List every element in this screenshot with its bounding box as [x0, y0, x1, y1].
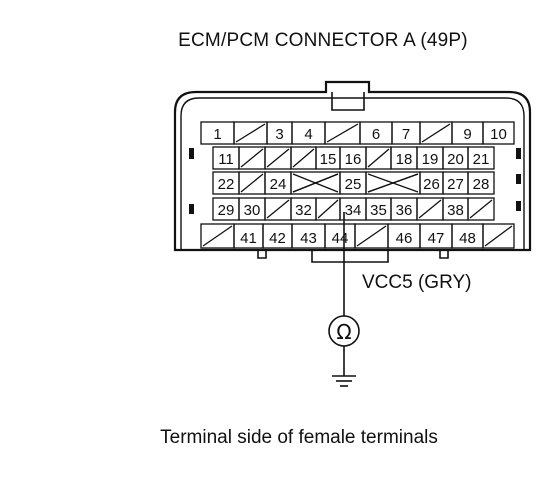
terminal-label-48: 48 — [459, 230, 476, 247]
terminal-label-22: 22 — [218, 176, 235, 193]
terminal-label-36: 36 — [396, 202, 413, 219]
terminal-label-3: 3 — [275, 126, 283, 143]
wire-label: VCC5 (GRY) — [362, 272, 472, 293]
side-tab-left-lower — [189, 204, 194, 214]
terminal-label-29: 29 — [218, 202, 235, 219]
terminal-label-43: 43 — [300, 230, 317, 247]
terminal-cell — [482, 223, 515, 249]
unused-terminal-slash — [367, 148, 390, 168]
terminal-label-41: 41 — [240, 230, 257, 247]
terminal-label-24: 24 — [270, 176, 287, 193]
unused-terminal-slash — [421, 123, 451, 143]
unused-terminal-slash — [235, 123, 266, 143]
side-tab-right — [516, 148, 521, 159]
terminal-label-32: 32 — [295, 202, 312, 219]
terminal-label-35: 35 — [370, 202, 387, 219]
terminal-label-34: 34 — [345, 202, 362, 219]
side-tab-left — [189, 148, 194, 159]
unused-terminal-slash — [484, 225, 513, 247]
unused-terminal-slash — [240, 173, 264, 193]
terminal-cell — [482, 121, 515, 145]
unused-terminal-slash — [266, 148, 290, 168]
terminal-label-42: 42 — [269, 230, 286, 247]
connector-housing — [173, 80, 532, 252]
unused-terminal-slash — [418, 199, 442, 219]
terminal-label-30: 30 — [244, 202, 261, 219]
terminal-label-38: 38 — [447, 202, 464, 219]
terminal-label-28: 28 — [473, 176, 490, 193]
terminal-label-46: 46 — [396, 230, 413, 247]
unused-terminal-slash — [317, 199, 339, 219]
terminal-label-10: 10 — [490, 126, 507, 143]
terminal-label-11: 11 — [218, 151, 234, 168]
unused-terminal-slash — [292, 148, 315, 168]
terminal-cell — [467, 171, 495, 195]
terminal-label-7: 7 — [402, 126, 410, 143]
unused-terminal-slash — [469, 199, 493, 219]
terminal-cell — [467, 197, 495, 221]
bottom-key-right — [439, 250, 449, 259]
unused-terminal-slash — [202, 225, 233, 247]
blocked-cavity-x — [292, 173, 339, 193]
unused-terminal-slash — [356, 225, 387, 247]
bottom-key-center — [311, 250, 389, 263]
terminal-grid — [200, 121, 515, 249]
terminal-label-21: 21 — [473, 151, 490, 168]
terminal-label-16: 16 — [345, 151, 362, 168]
terminal-label-27: 27 — [447, 176, 464, 193]
blocked-cavity-x — [367, 173, 419, 193]
terminal-label-15: 15 — [320, 151, 337, 168]
terminal-label-26: 26 — [423, 176, 440, 193]
side-tab-right-lower — [516, 201, 521, 211]
terminal-label-19: 19 — [422, 151, 439, 168]
unused-terminal-slash — [240, 148, 264, 168]
terminal-label-20: 20 — [447, 151, 464, 168]
unused-terminal-slash — [266, 199, 290, 219]
diagram-caption: Terminal side of female terminals — [160, 427, 438, 448]
side-tab-right-mid — [516, 174, 521, 184]
terminal-label-47: 47 — [428, 230, 445, 247]
ohmmeter-icon: Ω — [336, 320, 351, 344]
connector-title: ECM/PCM CONNECTOR A (49P) — [178, 30, 468, 51]
terminal-label-18: 18 — [396, 151, 413, 168]
terminal-label-44: 44 — [332, 230, 349, 247]
terminal-label-6: 6 — [372, 126, 380, 143]
terminal-label-1: 1 — [213, 126, 221, 143]
terminal-label-4: 4 — [304, 126, 312, 143]
unused-terminal-slash — [326, 123, 359, 143]
terminal-label-9: 9 — [463, 126, 471, 143]
terminal-cell — [467, 146, 495, 170]
connector-housing-inner — [180, 97, 525, 250]
bottom-key-left — [257, 250, 267, 259]
ground-icon — [332, 375, 356, 387]
connector-latch — [331, 92, 365, 111]
terminal-label-25: 25 — [345, 176, 362, 193]
